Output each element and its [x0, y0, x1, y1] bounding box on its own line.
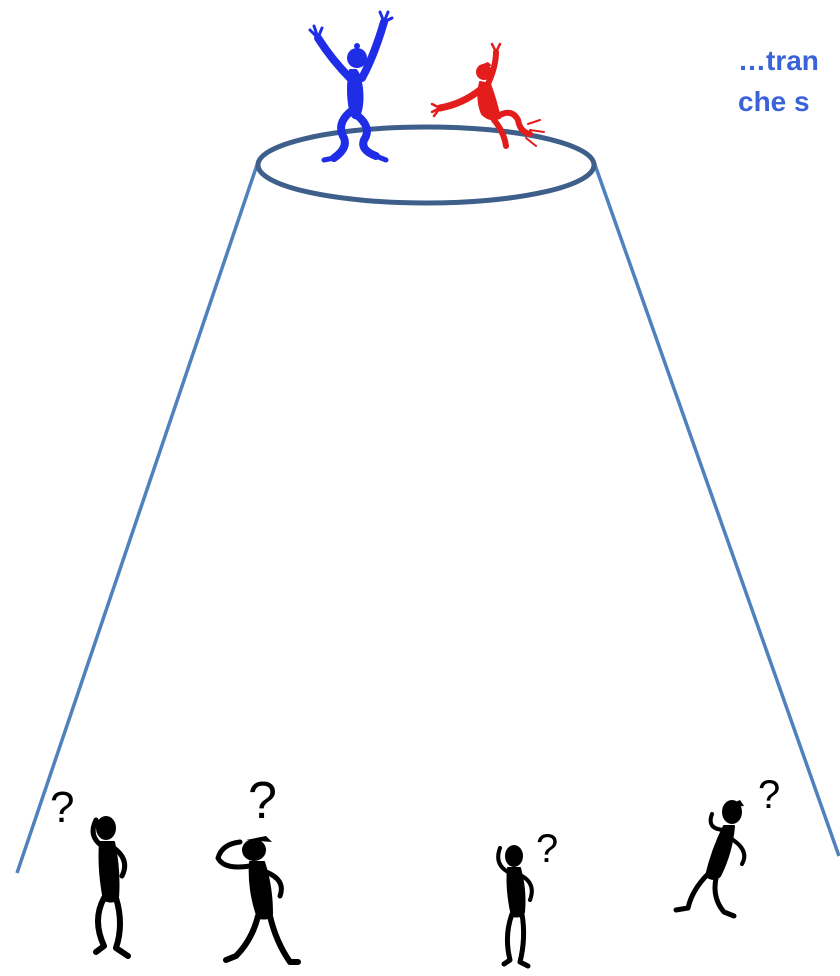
black-puzzled-figure-3: [496, 845, 534, 969]
cone-right-edge: [592, 161, 840, 857]
cone-left-edge: [15, 161, 260, 874]
caption-text: …tran che s: [738, 40, 819, 122]
caption-line-2: che s: [738, 86, 810, 117]
black-puzzled-figure-1: [90, 816, 131, 959]
black-puzzled-figure-4: [673, 800, 747, 919]
question-mark-2: ?: [248, 772, 277, 830]
blue-jumping-figure: [308, 10, 394, 163]
question-mark-1: ?: [50, 783, 74, 832]
cone-top-ellipse: [255, 124, 597, 206]
question-mark-3: ?: [536, 827, 558, 871]
red-falling-figure: [430, 42, 545, 149]
question-mark-4: ?: [758, 773, 780, 817]
black-puzzled-figure-2: [215, 836, 301, 965]
caption-line-1: …tran: [738, 45, 819, 76]
